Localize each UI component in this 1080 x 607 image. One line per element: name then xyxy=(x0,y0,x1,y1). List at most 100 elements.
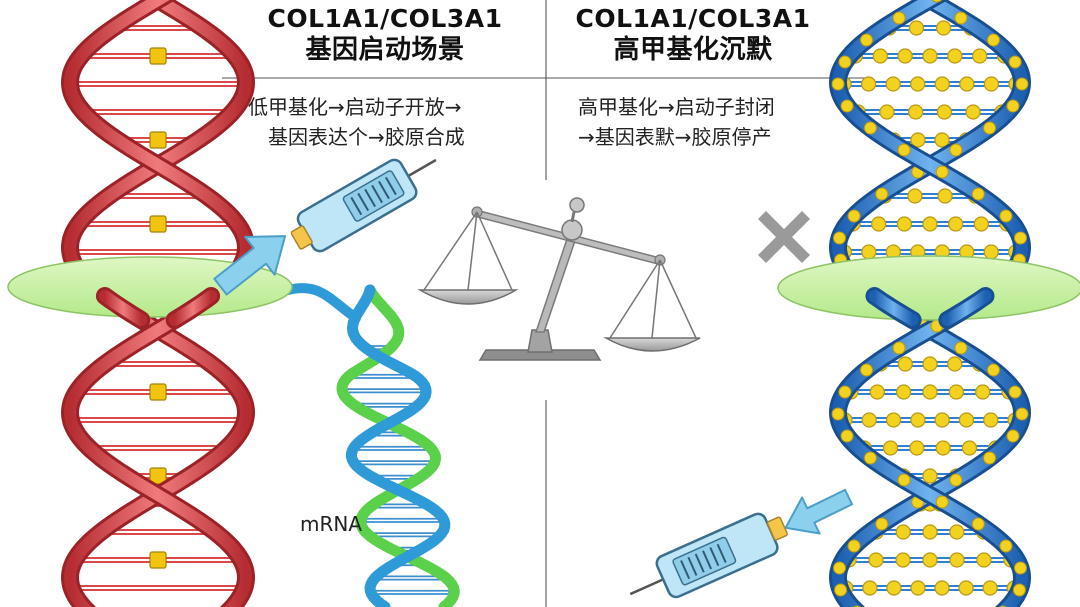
methyl-bead xyxy=(959,76,975,92)
methyl-bead xyxy=(875,187,889,201)
methyl-bead xyxy=(948,384,964,400)
methyl-bead xyxy=(847,539,861,553)
methyl-bead xyxy=(972,48,988,64)
methyl-bead xyxy=(1006,99,1020,113)
methyl-bead xyxy=(935,495,949,509)
right-title-line1: COL1A1/COL3A1 xyxy=(575,4,811,33)
methyl-bead xyxy=(895,524,911,540)
left-promoter-disc xyxy=(7,256,293,318)
marker-square xyxy=(149,215,167,233)
methyl-bead xyxy=(862,580,878,596)
balance-scale-icon xyxy=(417,197,701,361)
methyl-bead xyxy=(909,440,925,456)
methyl-bead xyxy=(922,356,938,372)
methyl-bead xyxy=(834,583,848,597)
methyl-bead xyxy=(976,552,992,568)
methyl-bead xyxy=(860,33,874,47)
methyl-bead xyxy=(871,216,887,232)
right-promoter-disc xyxy=(777,255,1080,321)
methyl-bead xyxy=(1015,407,1029,421)
methyl-bead xyxy=(869,384,885,400)
methyl-bead xyxy=(975,384,991,400)
methyl-bead xyxy=(983,451,997,465)
methyl-bead xyxy=(840,429,854,443)
methyl-bead xyxy=(863,451,877,465)
methyl-bead xyxy=(860,363,874,377)
marker-square xyxy=(149,131,167,149)
methyl-bead xyxy=(983,412,999,428)
methyl-bead xyxy=(948,216,964,232)
left-title: COL1A1/COL3A1 基因启动场景 xyxy=(230,4,540,66)
methyl-bead xyxy=(910,580,926,596)
methyl-bead xyxy=(907,188,923,204)
right-title: COL1A1/COL3A1 高甲基化沉默 xyxy=(538,4,848,66)
methyl-bead xyxy=(885,412,902,428)
methyl-bead xyxy=(895,552,911,568)
methyl-bead xyxy=(922,384,938,400)
methyl-bead xyxy=(875,517,889,531)
methyl-bead xyxy=(1008,55,1022,69)
right-desc-line2: →基因表默→胶原停产 xyxy=(578,125,772,149)
methyl-bead xyxy=(910,132,926,148)
methyl-bead xyxy=(922,468,938,484)
methyl-bead xyxy=(908,104,924,120)
methyl-bead xyxy=(971,187,985,201)
methyl-bead xyxy=(892,341,906,355)
methyl-bead xyxy=(954,11,968,25)
methyl-bead xyxy=(947,356,963,372)
methyl-bead xyxy=(897,48,913,64)
methyl-bead xyxy=(897,473,911,487)
left-syringe-icon xyxy=(290,158,437,253)
left-arrow-icon xyxy=(213,235,287,296)
methyl-bead xyxy=(922,524,938,540)
marker-square xyxy=(149,383,167,401)
methyl-bead xyxy=(934,580,950,596)
methyl-bead xyxy=(882,440,899,456)
methyl-bead xyxy=(934,412,950,428)
methyl-bead xyxy=(838,55,852,69)
left-title-line1: COL1A1/COL3A1 xyxy=(267,4,503,33)
methyl-bead xyxy=(886,580,902,596)
mrna-tail xyxy=(283,283,361,323)
methyl-bead xyxy=(999,209,1013,223)
methyl-bead xyxy=(838,385,852,399)
right-desc-line1: 高甲基化→启动子封闭 xyxy=(578,95,775,119)
methyl-bead xyxy=(910,412,926,428)
right-title-line2: 高甲基化沉默 xyxy=(613,35,773,65)
methyl-bead xyxy=(860,76,877,92)
methyl-bead xyxy=(965,104,981,120)
methyl-bead xyxy=(958,580,974,596)
methyl-bead xyxy=(973,216,989,232)
mrna-strand xyxy=(283,283,460,607)
methyl-bead xyxy=(961,440,978,456)
methyl-bead xyxy=(1013,561,1027,575)
methyl-bead xyxy=(949,552,965,568)
methyl-bead xyxy=(922,216,938,232)
methyl-bead xyxy=(1012,583,1026,597)
methyl-bead xyxy=(910,76,926,92)
cross-mark-icon xyxy=(758,211,810,263)
left-desc-line2: 基因表达个→胶原合成 xyxy=(268,125,465,149)
methyl-bead xyxy=(861,412,877,428)
methyl-bead xyxy=(897,356,913,372)
methyl-bead xyxy=(949,143,963,157)
methyl-bead xyxy=(896,384,912,400)
methyl-bead xyxy=(954,341,968,355)
methyl-bead xyxy=(934,76,950,92)
methyl-bead xyxy=(935,20,952,36)
methyl-bead xyxy=(896,216,912,232)
right-arrow-icon xyxy=(784,488,854,535)
methyl-bead xyxy=(861,244,877,260)
methyl-bead xyxy=(831,407,845,421)
right-dna-front xyxy=(865,287,995,329)
methyl-bead xyxy=(986,33,1000,47)
methyl-bead xyxy=(1015,77,1029,91)
methyl-bead xyxy=(833,231,847,245)
methyl-bead xyxy=(892,11,906,25)
right-syringe-icon xyxy=(629,512,788,599)
methyl-bead xyxy=(983,121,997,135)
methyl-bead xyxy=(847,209,861,223)
methyl-bead xyxy=(947,48,963,64)
methyl-bead xyxy=(949,473,963,487)
methyl-bead xyxy=(949,524,965,540)
